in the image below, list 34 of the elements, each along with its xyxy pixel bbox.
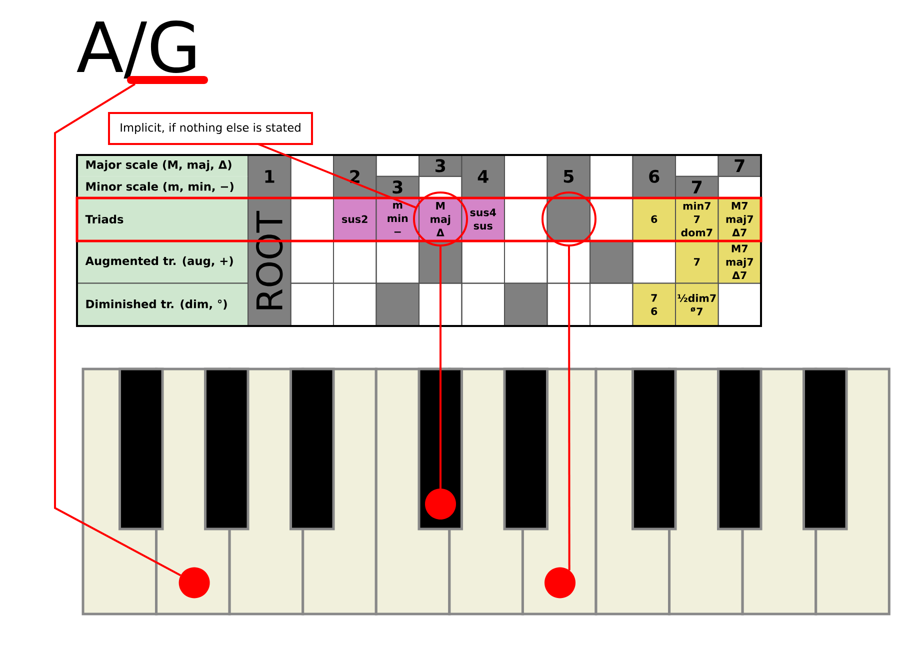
chord-cell: M7 maj7 Δ7 xyxy=(718,240,762,284)
chord-cell: m min − xyxy=(376,197,420,241)
row-header-cell: Minor scale (m, min, −) xyxy=(76,176,248,198)
chord-cell: min7 7 dom7 xyxy=(675,197,719,241)
interval-cell: 3 xyxy=(418,154,462,177)
chord-cell: ½dim7 $^{ø}$7 xyxy=(675,282,719,326)
leader-line xyxy=(440,246,442,488)
note-dot xyxy=(425,488,456,520)
interval-cell: 5 xyxy=(546,154,590,198)
leader-line xyxy=(54,83,182,576)
chord-cell: 7 6 xyxy=(632,282,676,326)
row-header-cell: Augmented tr. (aug, +) xyxy=(76,240,248,284)
interval-cell: 7 xyxy=(675,176,719,198)
highlight-circle xyxy=(413,192,468,246)
interval-cell: 7 xyxy=(718,154,762,177)
callout-box: Implicit, if nothing else is stated xyxy=(108,112,313,145)
leader-line xyxy=(568,246,570,570)
chord-cell: 7 xyxy=(675,240,719,284)
chord-cell: sus4 sus xyxy=(461,197,505,241)
note-dot xyxy=(544,567,576,598)
highlight-circle xyxy=(542,192,596,246)
row-header-cell: Diminished tr. (dim, °) xyxy=(76,282,248,326)
chord-cell: sus2 xyxy=(333,197,377,241)
interval-cell: 4 xyxy=(461,154,505,198)
title: A/G xyxy=(76,20,196,78)
chord-cell: M maj Δ xyxy=(418,197,462,241)
row-header-cell: Major scale (M, maj, Δ) xyxy=(76,154,248,177)
chord-cell: M7 maj7 Δ7 xyxy=(718,197,762,241)
note-dot xyxy=(178,567,210,598)
interval-cell: 6 xyxy=(632,154,676,198)
interval-cell: 3 xyxy=(376,176,420,198)
chord-cell: 6 xyxy=(632,197,676,241)
interval-cell: 1 xyxy=(248,154,292,198)
leader-line xyxy=(258,143,417,209)
